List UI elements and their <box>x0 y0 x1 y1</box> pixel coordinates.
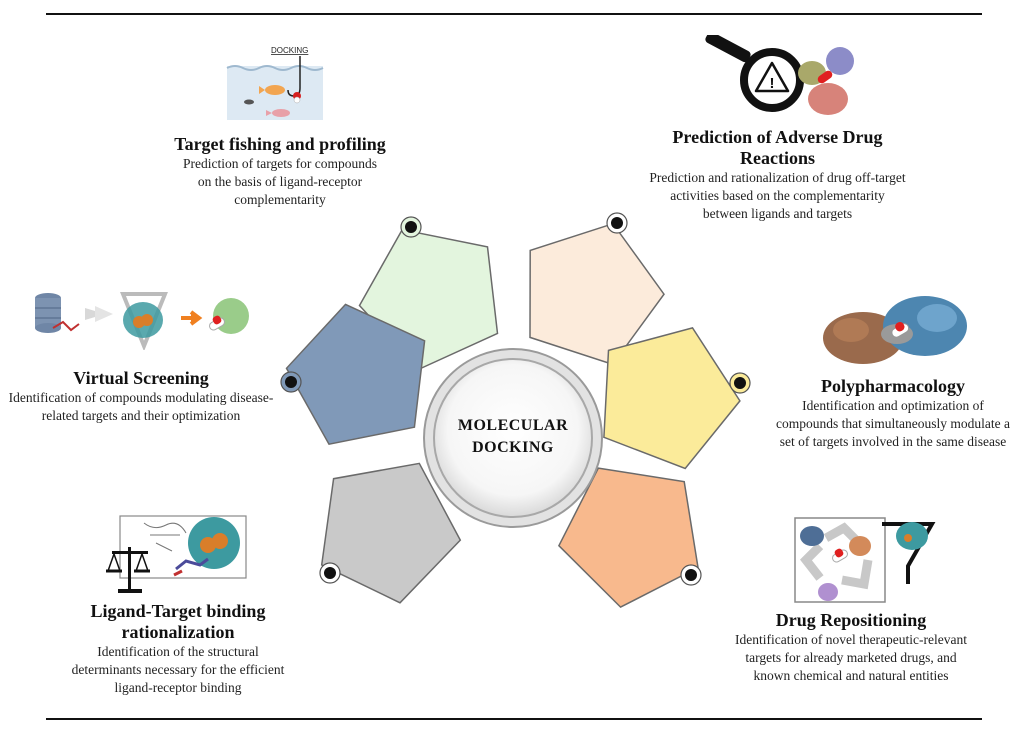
target-fishing-description: Prediction of targets for compounds on t… <box>183 156 377 207</box>
adverse-reactions-block: Prediction of Adverse Drug Reactions Pre… <box>630 127 925 223</box>
bottom-rule <box>46 718 982 720</box>
dot-drug-repositioning <box>680 564 702 586</box>
magnifier-warning-icon: ! <box>705 35 854 115</box>
dot-polypharmacology <box>729 372 751 394</box>
protein-complex-icon <box>823 296 967 364</box>
top-rule <box>46 13 982 15</box>
database-to-patient-icon <box>35 292 249 350</box>
virtual-screening-description: Identification of compounds modulating d… <box>8 390 274 423</box>
center-hub: MOLECULAR DOCKING <box>423 348 603 528</box>
virtual-screening-title: Virtual Screening <box>73 368 209 388</box>
warning-symbol: ! <box>770 75 775 92</box>
center-label-line1: MOLECULAR <box>458 417 568 434</box>
ligand-target-title: Ligand-Target binding rationalization <box>90 601 266 642</box>
virtual-screening-block: Virtual Screening Identification of comp… <box>6 368 276 425</box>
docking-label: DOCKING <box>271 46 308 55</box>
dot-adverse-reactions <box>606 212 628 234</box>
dot-ligand-target <box>319 562 341 584</box>
fishing-docking-icon: DOCKING <box>226 46 324 120</box>
polypharmacology-title: Polypharmacology <box>821 376 965 396</box>
adverse-reactions-description: Prediction and rationalization of drug o… <box>649 170 906 221</box>
drug-repositioning-description: Identification of novel therapeutic-rele… <box>734 632 968 683</box>
dot-virtual-screening <box>280 371 302 393</box>
balance-scale-icon <box>106 515 247 593</box>
adverse-reactions-title: Prediction of Adverse Drug Reactions <box>672 127 883 168</box>
pentagon-drug-repositioning <box>557 467 699 609</box>
pentagon-virtual-screening <box>285 303 426 446</box>
polypharmacology-description: Identification and optimization of compo… <box>776 398 1010 449</box>
pentagon-ligand-target <box>320 462 462 604</box>
drug-repositioning-title: Drug Repositioning <box>775 610 927 630</box>
recycle-funnel-icon <box>794 517 936 603</box>
dot-target-fishing <box>400 216 422 238</box>
target-fishing-title: Target fishing and profiling <box>174 134 386 154</box>
pentagon-adverse-reactions <box>529 222 665 366</box>
pentagon-polypharmacology <box>603 327 741 470</box>
ligand-target-description: Identification of the structural determi… <box>71 644 285 695</box>
drug-repositioning-block: Drug Repositioning Identification of nov… <box>720 610 982 685</box>
center-label-line2: DOCKING <box>472 439 554 456</box>
polypharmacology-block: Polypharmacology Identification and opti… <box>768 376 1018 451</box>
target-fishing-block: Target fishing and profiling Prediction … <box>145 134 415 209</box>
ligand-target-block: Ligand-Target binding rationalization Id… <box>48 601 308 697</box>
